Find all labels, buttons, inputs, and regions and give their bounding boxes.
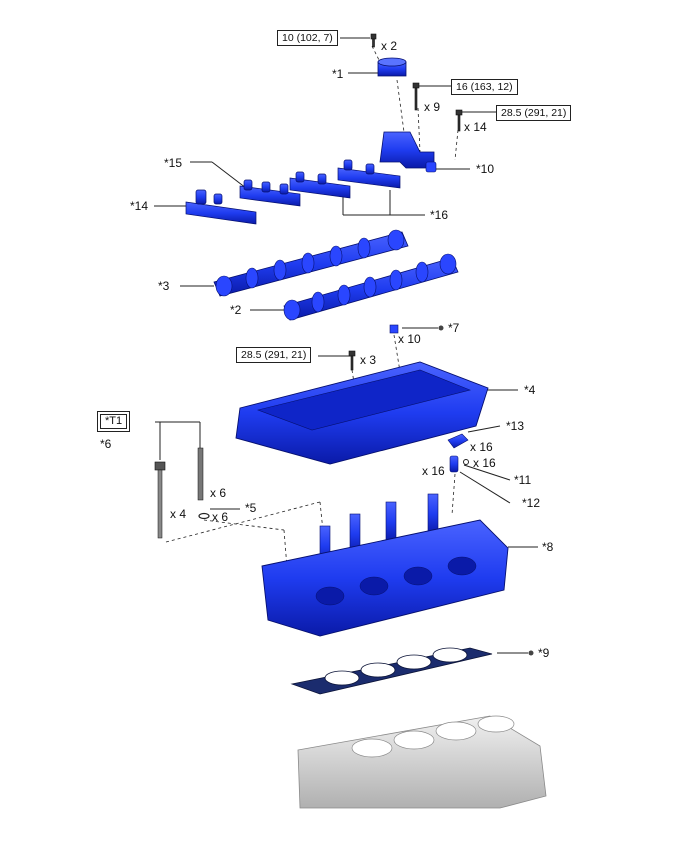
quantity-label: x 16: [470, 440, 493, 454]
quantity-label: x 16: [473, 456, 496, 470]
callout-label: *9: [538, 646, 550, 660]
callout-label: *6: [100, 437, 112, 451]
callout-label: *4: [524, 383, 536, 397]
quantity-label: x 10: [398, 332, 421, 346]
part-8-cylinder-head: [261, 493, 509, 637]
quantity-label: x 14: [464, 120, 487, 134]
callout-label: *7: [448, 321, 460, 335]
housing-bolt: [348, 350, 356, 371]
callout-label: *10: [476, 162, 495, 176]
camshaft-bearing-caps: [185, 159, 401, 225]
callout-label: *12: [522, 496, 541, 510]
special-tool-box: *T1: [97, 411, 131, 432]
callout-label: *8: [542, 540, 554, 554]
part-10-camshaft-housing: [379, 131, 437, 173]
callout-label: *16: [430, 208, 449, 222]
cylinder-head-bolt-short: [197, 447, 204, 501]
camshaft-exhaust: [213, 229, 409, 297]
part-4-camshaft-housing: [235, 361, 489, 465]
quantity-label: x 3: [360, 353, 377, 367]
quantity-label: x 16: [422, 464, 445, 478]
callout-label: *2: [230, 303, 242, 317]
torque-spec-box: 16 (163, 12): [451, 79, 518, 95]
quantity-label: x 2: [381, 39, 398, 53]
part-7-plug: [389, 324, 399, 334]
torque-spec-box: 28.5 (291, 21): [236, 347, 312, 363]
cylinder-block: [297, 715, 547, 809]
callout-label: *11: [514, 473, 532, 487]
callout-label: *15: [164, 156, 183, 170]
callout-label: *5: [245, 501, 257, 515]
leader-lines: [154, 37, 538, 654]
camshaft-intake: [283, 253, 459, 321]
apply-sealant-dot-9: [528, 650, 534, 656]
quantity-label: x 6: [212, 510, 229, 524]
torque-spec-box: 28.5 (291, 21): [496, 105, 572, 121]
callout-label: *3: [158, 279, 170, 293]
part-13-rocker-arm: [447, 433, 469, 449]
part-11-ball: [463, 459, 469, 465]
quantity-label: x 6: [210, 486, 227, 500]
part-12-lash-adjuster: [449, 455, 459, 473]
part-1-camshaft-bearing-cap-oil-cap: [377, 57, 407, 77]
part-5-washer: [198, 512, 210, 520]
callout-label: *13: [506, 419, 525, 433]
cylinder-head-bolt-long: [154, 461, 166, 539]
callout-label: *1: [332, 67, 344, 81]
callout-label: *14: [130, 199, 149, 213]
quantity-label: x 9: [424, 100, 441, 114]
torque-spec-box: 10 (102, 7): [277, 30, 338, 46]
part-9-cylinder-head-gasket: [290, 647, 493, 695]
special-tool-label: *T1: [100, 414, 128, 429]
quantity-label: x 4: [170, 507, 187, 521]
top-bolts: [370, 33, 463, 132]
apply-sealant-dot-7: [438, 325, 444, 331]
